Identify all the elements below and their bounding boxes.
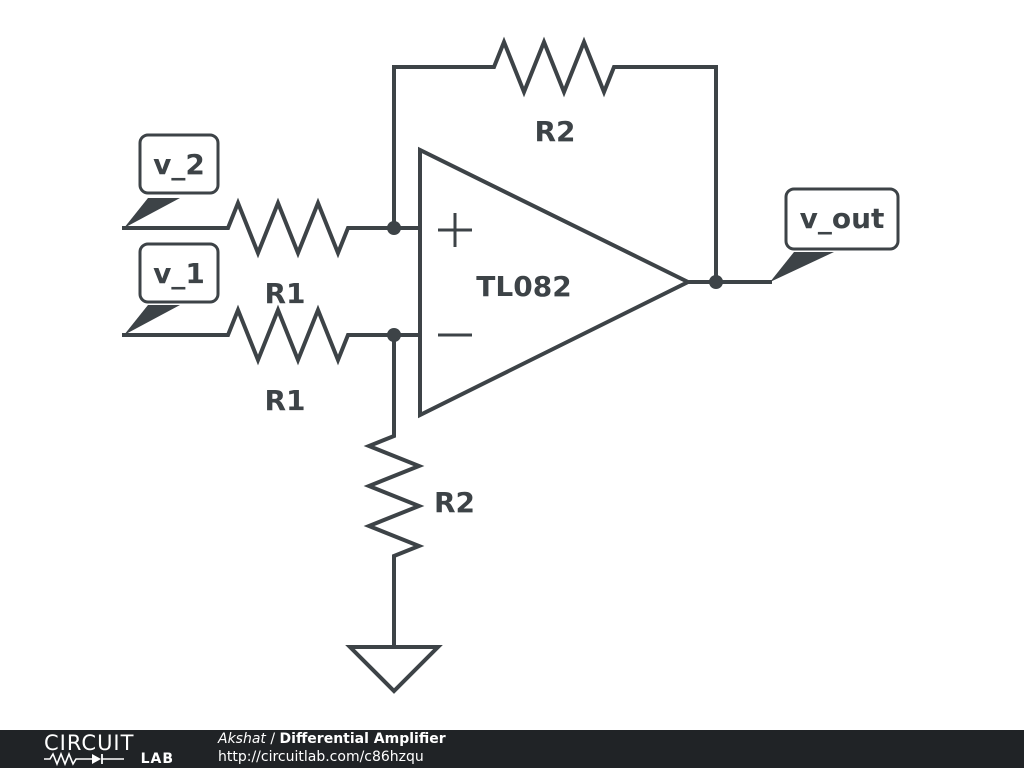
net-flag-v1: v_1 <box>124 242 220 335</box>
net-label-v1: v_1 <box>153 257 205 290</box>
net-flag-vout: v_out <box>770 187 900 282</box>
circuit-title[interactable]: Differential Amplifier <box>279 731 446 747</box>
r2-ground-resistor <box>363 333 425 649</box>
r1-top-branch <box>122 197 396 259</box>
circuit-schematic: v_2 v_1 v_out R2 R1 R1 R2 TL082 <box>122 36 900 694</box>
net-label-vout: v_out <box>800 202 885 235</box>
logo-text-lab: LAB <box>140 751 174 767</box>
author-link[interactable]: Akshat <box>218 731 266 747</box>
circuit-credit: Akshat / Differential Amplifier <box>218 731 446 748</box>
junction-plus <box>387 221 401 235</box>
label-r1-bottom: R1 <box>264 384 305 417</box>
v2-input-wire <box>122 197 396 259</box>
footer-bar: CIRCUIT LAB Akshat / Differential Amplif… <box>0 730 1024 768</box>
net-label-v2: v_2 <box>153 148 205 181</box>
credit-separator: / <box>265 731 280 747</box>
r1-bottom-branch <box>122 304 396 366</box>
junction-output <box>709 275 723 289</box>
label-opamp: TL082 <box>476 270 571 303</box>
net-flag-v2: v_2 <box>124 133 220 228</box>
ground-symbol <box>345 645 443 694</box>
circuitlab-logo[interactable]: CIRCUIT LAB <box>44 731 174 767</box>
logo-text-circuit: CIRCUIT <box>44 731 135 755</box>
logo-resistor-diode-icon <box>44 752 124 766</box>
r2-feedback-resistor <box>392 36 718 284</box>
label-r2-feedback: R2 <box>534 115 575 148</box>
label-r1-top: R1 <box>264 277 305 310</box>
label-r2-ground: R2 <box>434 486 475 519</box>
circuit-url[interactable]: http://circuitlab.com/c86hzqu <box>218 749 424 765</box>
opamp-triangle <box>418 146 693 419</box>
junction-minus <box>387 328 401 342</box>
v1-input-wire <box>122 304 396 366</box>
